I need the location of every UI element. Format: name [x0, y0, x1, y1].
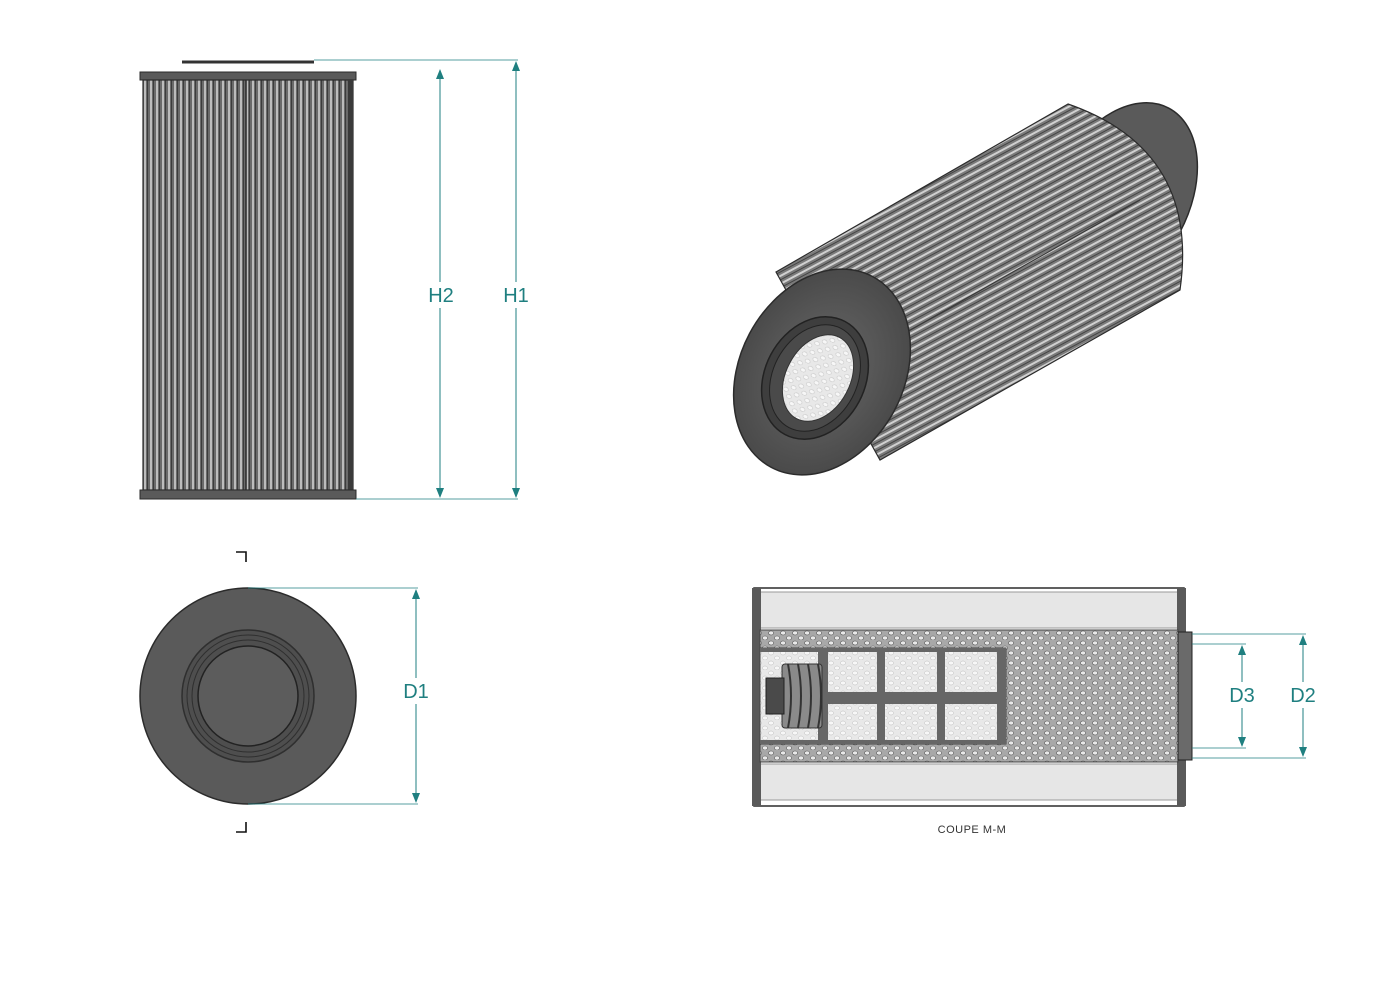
- top-view: D1: [139, 551, 434, 833]
- outlet-ring-3: [191, 639, 305, 753]
- bottom-end-cap: [139, 489, 357, 500]
- isometric-view: [732, 102, 1199, 476]
- d2-label-bg: [1285, 682, 1321, 708]
- body-shadow: [348, 80, 353, 490]
- valve-rib-3: [818, 648, 828, 744]
- valve-rib-2: [937, 648, 945, 744]
- front-view: H2 H1: [139, 59, 534, 500]
- perforated-core-iso: [781, 334, 855, 422]
- section-caption: COUPE M-M: [938, 824, 1007, 836]
- outlet-seal: [1177, 631, 1193, 761]
- pleat-band-bottom: [759, 763, 1179, 801]
- valve-spring: [781, 663, 823, 729]
- valve-poppet: [765, 677, 785, 715]
- h1-label-bg: [500, 282, 534, 308]
- dimension-label-h2: H2: [428, 285, 454, 307]
- section-view: D3 D2 COUPE M-M: [752, 587, 1321, 836]
- top-end-cap: [139, 71, 357, 81]
- section-marker-icon: [236, 551, 247, 562]
- pleat-band-top: [759, 591, 1179, 629]
- pleated-media: [142, 79, 354, 491]
- end-plate-left: [752, 588, 761, 806]
- dimension-label-d1: D1: [403, 681, 429, 703]
- dimension-label-h1: H1: [503, 285, 529, 307]
- outlet-ring-2: [186, 634, 310, 758]
- d3-label-bg: [1224, 682, 1260, 708]
- d1-label-bg: [398, 678, 434, 704]
- outlet-center: [197, 645, 299, 747]
- section-marker-icon: [236, 822, 247, 833]
- dimension-label-d2: D2: [1290, 685, 1316, 707]
- h2-label-bg: [424, 282, 458, 308]
- valve-end-wall: [997, 648, 1006, 744]
- dimension-label-d3: D3: [1229, 685, 1255, 707]
- valve-cross-rib: [823, 692, 997, 704]
- valve-rib-1: [877, 648, 885, 744]
